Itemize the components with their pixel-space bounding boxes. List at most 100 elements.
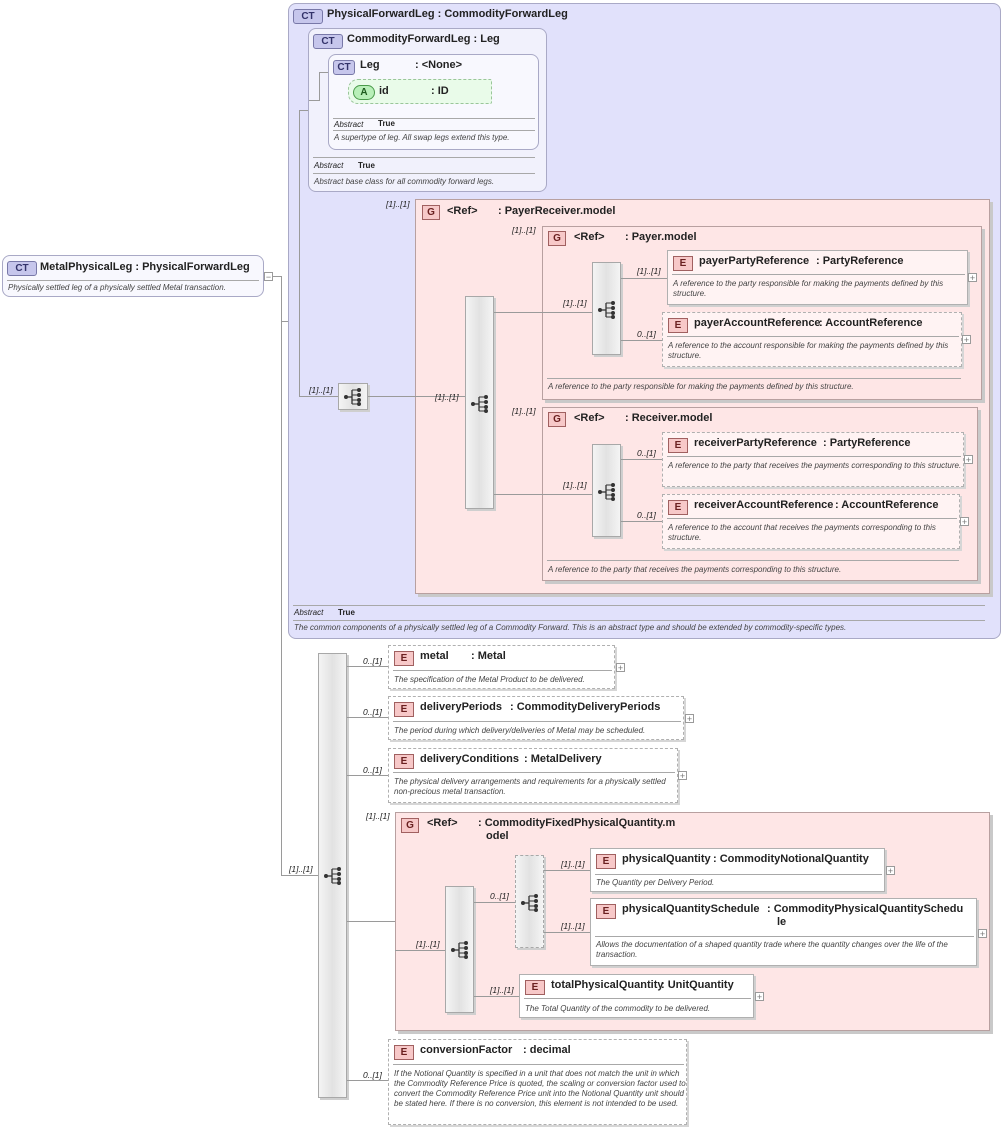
sequence-compositor-optional[interactable] <box>515 855 544 948</box>
metal-element[interactable]: E metal : Metal The specification of the… <box>388 645 615 689</box>
element-type: : CommodityNotionalQuantity <box>713 853 869 865</box>
connector <box>299 110 300 397</box>
group-ref-type-line1: : CommodityFixedPhysicalQuantity.m <box>478 817 676 829</box>
element-desc: The period during which delivery/deliver… <box>394 726 646 735</box>
cfq-choice-multiplicity: 0..[1] <box>490 891 509 901</box>
metal-physical-leg-title: MetalPhysicalLeg : PhysicalForwardLeg <box>40 261 250 273</box>
connector <box>621 278 667 279</box>
sequence-compositor[interactable] <box>592 444 621 537</box>
expand-toggle[interactable]: + <box>978 929 987 939</box>
sequence-compositor[interactable] <box>465 296 494 509</box>
leg-desc: A supertype of leg. All swap legs extend… <box>334 133 510 142</box>
element-type: : AccountReference <box>835 499 939 511</box>
group-ref-label: <Ref> <box>574 412 605 424</box>
divider <box>547 560 959 561</box>
payer-party-reference-element[interactable]: E payerPartyReference : PartyReference A… <box>667 250 968 305</box>
divider <box>293 605 985 606</box>
physical-quantity-schedule-element[interactable]: E physicalQuantitySchedule : CommodityPh… <box>590 898 977 966</box>
sequence-icon <box>471 395 488 413</box>
physical-quantity-multiplicity: [1]..[1] <box>561 859 585 869</box>
sequence-compositor[interactable] <box>592 262 621 355</box>
expand-toggle[interactable]: + <box>962 335 971 345</box>
conversion-factor-element[interactable]: E conversionFactor : decimal If the Noti… <box>388 1039 687 1125</box>
element-type-line1: : CommodityPhysicalQuantitySchedu <box>767 903 964 915</box>
element-type: : decimal <box>523 1044 571 1056</box>
abstract-value: True <box>358 161 375 170</box>
expand-toggle[interactable]: + <box>755 992 764 1002</box>
element-type: : CommodityDeliveryPeriods <box>510 701 661 713</box>
payer-account-reference-element[interactable]: E payerAccountReference : AccountReferen… <box>662 312 962 367</box>
collapse-toggle[interactable]: − <box>264 272 273 282</box>
attribute-id-box[interactable]: A id : ID <box>348 79 492 104</box>
expand-toggle[interactable]: + <box>685 714 694 724</box>
commodity-forward-leg-title: CommodityForwardLeg : Leg <box>347 33 500 45</box>
connector <box>347 921 395 922</box>
element-name: receiverAccountReference <box>694 499 834 511</box>
group-icon: G <box>548 231 566 246</box>
connector <box>494 494 542 495</box>
expand-toggle[interactable]: + <box>960 517 969 527</box>
connector <box>319 72 329 73</box>
receiver-model-multiplicity: [1]..[1] <box>512 406 536 416</box>
expand-toggle[interactable]: + <box>616 663 625 673</box>
divider <box>293 620 985 621</box>
physical-quantity-element[interactable]: E physicalQuantity : CommodityNotionalQu… <box>590 848 885 892</box>
element-type: : Metal <box>471 650 506 662</box>
element-desc: If the Notional Quantity is specified in… <box>394 1069 686 1108</box>
element-name: conversionFactor <box>420 1044 513 1056</box>
group-ref-label: <Ref> <box>447 205 478 217</box>
divider <box>333 130 535 131</box>
sequence-icon <box>344 388 361 406</box>
connector <box>347 717 388 718</box>
receiver-party-reference-element[interactable]: E receiverPartyReference : PartyReferenc… <box>662 432 964 487</box>
group-ref-type: : Receiver.model <box>625 412 713 424</box>
metal-multiplicity: 0..[1] <box>363 656 382 666</box>
connector <box>544 932 590 933</box>
delivery-conditions-multiplicity: 0..[1] <box>363 765 382 775</box>
group-icon: G <box>401 818 419 833</box>
sequence-compositor[interactable] <box>338 383 368 410</box>
receiver-party-multiplicity: 0..[1] <box>637 448 656 458</box>
commodity-forward-leg-desc: Abstract base class for all commodity fo… <box>314 177 495 186</box>
connector <box>281 276 282 876</box>
sequence-compositor[interactable] <box>445 886 474 1013</box>
attribute-id-type: : ID <box>431 85 449 97</box>
connector <box>281 321 289 322</box>
physical-forward-leg-desc: The common components of a physically se… <box>294 623 847 632</box>
divider <box>672 274 965 275</box>
element-desc: Allows the documentation of a shaped qua… <box>596 940 948 959</box>
expand-toggle[interactable]: + <box>886 866 895 876</box>
connector <box>542 312 592 313</box>
expand-toggle[interactable]: + <box>964 455 973 465</box>
expand-toggle[interactable]: + <box>968 273 977 283</box>
group-ref-type: : PayerReceiver.model <box>498 205 616 217</box>
connector <box>621 521 662 522</box>
element-name: metal <box>420 650 449 662</box>
element-name: payerAccountReference <box>694 317 821 329</box>
delivery-periods-element[interactable]: E deliveryPeriods : CommodityDeliveryPer… <box>388 696 684 740</box>
sequence-compositor[interactable] <box>318 653 347 1098</box>
divider <box>595 874 882 875</box>
delivery-conditions-element[interactable]: E deliveryConditions : MetalDelivery The… <box>388 748 678 803</box>
abstract-label: Abstract <box>294 608 324 617</box>
total-physical-quantity-element[interactable]: E totalPhysicalQuantity : UnitQuantity T… <box>519 974 754 1018</box>
divider <box>313 173 535 174</box>
receiver-account-reference-element[interactable]: E receiverAccountReference : AccountRefe… <box>662 494 960 549</box>
complex-type-icon: CT <box>313 34 343 49</box>
abstract-label: Abstract <box>334 120 364 129</box>
leg-title: Leg <box>360 59 380 71</box>
metal-physical-leg-box[interactable]: CT MetalPhysicalLeg : PhysicalForwardLeg… <box>2 255 264 297</box>
element-desc: The Quantity per Delivery Period. <box>596 878 715 887</box>
payer-model-multiplicity: [1]..[1] <box>512 225 536 235</box>
pfl-seq-multiplicity: [1]..[1] <box>309 385 333 395</box>
sequence-icon <box>598 301 615 319</box>
attribute-icon: A <box>353 85 375 100</box>
leg-type: : <None> <box>415 59 463 71</box>
expand-toggle[interactable]: + <box>678 771 687 781</box>
element-name: physicalQuantity <box>622 853 711 865</box>
connector <box>368 396 465 397</box>
group-icon: G <box>548 412 566 427</box>
element-icon: E <box>525 980 545 995</box>
pr-outer-multiplicity: [1]..[1] <box>386 199 410 209</box>
